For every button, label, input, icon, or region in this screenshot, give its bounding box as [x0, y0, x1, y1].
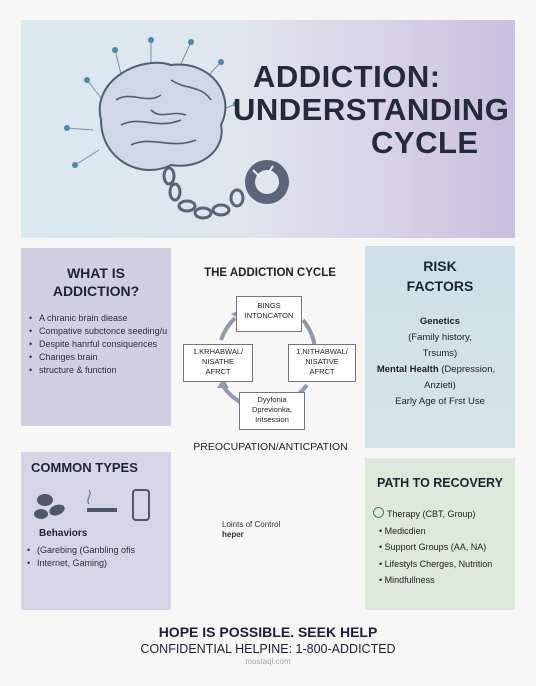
cycle-box-bottom-line2: Dprevionka,: [251, 405, 293, 414]
cycle-box-left-line2: NISATHE: [202, 357, 234, 366]
cycle-box-bottom-line1: Dyyfonia: [257, 395, 287, 404]
list-item: Therapy (CBT, Group): [373, 506, 492, 523]
cycle-box-withdrawal-right: 1.NITHABWAL/ NISATIVE AFRCT: [288, 344, 356, 382]
risk-heading: RISK FACTORS: [365, 256, 515, 296]
cigarette-icon: [87, 489, 117, 512]
risk-heading-line1: RISK: [423, 258, 457, 274]
risk-list: Genetics (Family history, Trsums) Mental…: [365, 314, 515, 410]
recovery-item-label: Medicdien: [384, 525, 426, 536]
list-item: • Mindfullness: [379, 575, 435, 585]
path-heading: PATH TO RECOVERY: [377, 476, 503, 490]
list-item: • Medicdien: [379, 525, 426, 536]
cycle-box-left-line1: 1.KRHABWAL/: [192, 347, 244, 356]
footer-helpline: CONFIDENTIAL HELPINE: 1-800-ADDICTED: [140, 642, 396, 656]
recovery-item-label: Mindfullness: [384, 575, 435, 585]
cycle-box-right-line1: 1.NITHABWAL/: [296, 347, 348, 356]
substance-icons: [34, 489, 150, 521]
loss-line-1: Loints of Control: [222, 520, 281, 529]
common-types-heading: COMMON TYPES: [31, 460, 138, 475]
risk-heading-line2: FACTORS: [406, 278, 474, 294]
what-is-panel: WHAT IS ADDICTION? A chranic brain dieas…: [21, 248, 171, 426]
cycle-box-bottom-line3: Iritsession: [255, 415, 289, 424]
what-is-heading-line2: ADDICTION?: [52, 283, 140, 299]
mental-health-detail: (Depression,: [438, 364, 496, 375]
mental-health-detail: Anzieti): [424, 380, 456, 391]
cycle-box-right-line2: NISATIVE: [305, 357, 339, 366]
list-item: Changes brain: [27, 351, 167, 364]
list-item: A chranic brain diease: [27, 312, 167, 325]
cycle-box-binge-line2: INTONCATON: [244, 311, 294, 320]
list-item-continued: Internet, Gaming): [25, 557, 169, 570]
footer-hope: HOPE IS POSSIBLE. SEEK HELP: [158, 624, 378, 640]
list-item-continued: structure & function: [27, 364, 167, 377]
hero-banner: ADDICTION: UNDERSTANDING CYCLE: [21, 20, 515, 238]
cycle-box-binge-line1: BINGS: [257, 301, 281, 310]
preoccupation-label: PREOCUPATION/ANTICPATION: [193, 441, 348, 453]
cycle-title: THE ADDICTION CYCLE: [204, 267, 336, 279]
what-is-heading-line1: WHAT IS: [66, 265, 126, 281]
list-item: (Garebing (Ganbling ofis: [25, 544, 169, 557]
watermark: mostaql.com: [245, 657, 291, 666]
mental-health-label: Mental Health: [376, 364, 439, 375]
pills-icon: [34, 494, 65, 519]
recovery-item-label: Therapy (CBT, Group): [387, 509, 476, 519]
loss-of-control-note: Loints of Control heper: [222, 520, 280, 540]
behaviors-label: Behaviors: [39, 528, 88, 539]
genetics-label: Genetics: [419, 316, 461, 327]
genetics-detail: Trsums): [422, 348, 458, 359]
recovery-list: Therapy (CBT, Group) • Medicdien • Suppo…: [373, 506, 492, 589]
what-is-heading: WHAT IS ADDICTION?: [21, 264, 171, 300]
cycle-box-dysphoria: Dyyfonia Dprevionka, Iritsession: [239, 392, 305, 430]
list-item-continued: Despite hanrful consiquences: [27, 338, 167, 351]
list-item: • Support Groups (AA, NA): [379, 542, 487, 552]
cycle-box-binge: BINGS INTONCATON: [236, 296, 302, 332]
cycle-box-withdrawal-left: 1.KRHABWAL/ NISATHE AFRCT: [183, 344, 253, 382]
risk-factors-panel: RISK FACTORS Genetics (Family history, T…: [365, 246, 515, 448]
list-item: Compative subctonce seeding/use: [27, 325, 167, 338]
loss-line-2: heper: [222, 530, 244, 539]
early-use-label: Early Age of Frst Use: [395, 396, 485, 407]
common-types-panel: COMMON TYPES Behaviors (Garebing (Ganbli…: [21, 452, 171, 610]
list-item: • Lifestyls Cherges, Nutrition: [379, 558, 493, 569]
mental-health-line: Mental Health (Depression,: [357, 362, 515, 378]
title-line-2: UNDERSTANDING: [233, 92, 510, 127]
genetics-detail: (Family history,: [408, 332, 472, 343]
recovery-icon: [373, 507, 384, 518]
brain-chain-illustration: [64, 37, 289, 220]
title-line-1: ADDICTION:: [253, 59, 441, 94]
path-to-recovery-panel: PATH TO RECOVERY Therapy (CBT, Group) • …: [365, 458, 515, 610]
recovery-item-label: Lifestyls Cherges, Nutrition: [384, 558, 493, 569]
page-title: ADDICTION: UNDERSTANDING CYCLE: [233, 60, 523, 159]
title-line-3: CYCLE: [371, 125, 479, 160]
cycle-box-right-line3: AFRCT: [309, 367, 335, 376]
recovery-item-label: Support Groups (AA, NA): [384, 542, 487, 552]
cycle-box-left-line3: AFRCT: [205, 367, 231, 376]
phone-icon: [132, 489, 150, 521]
